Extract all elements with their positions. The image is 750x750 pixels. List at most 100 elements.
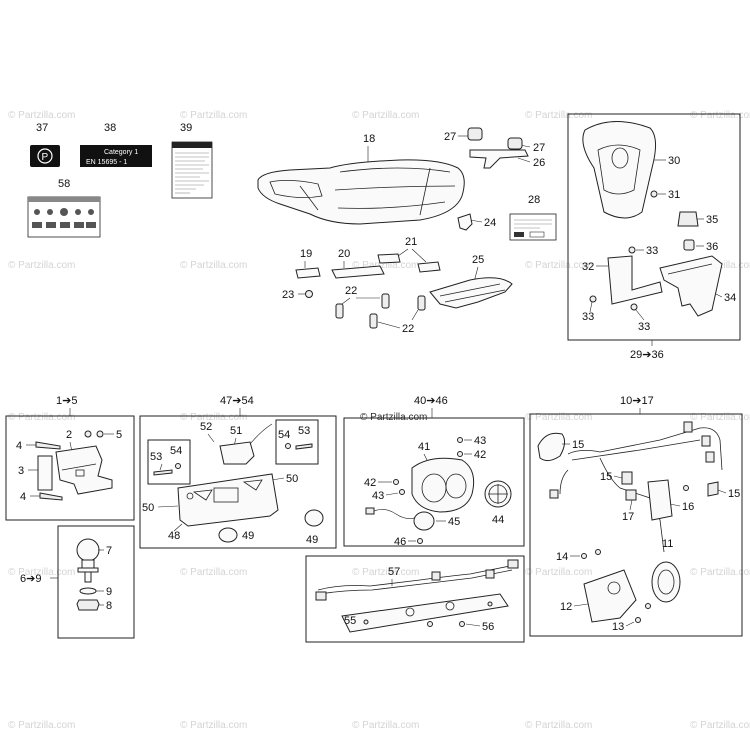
callout-42a[interactable]: 42 [474,449,486,461]
callout-47-54[interactable]: 47➔54 [220,395,254,407]
callout-20[interactable]: 20 [338,248,350,260]
mirror[interactable] [537,432,566,462]
seat-bracket[interactable] [331,265,385,279]
heat-shield[interactable] [429,277,513,309]
callout-7[interactable]: 7 [106,545,112,557]
callout-27b[interactable]: 27 [533,142,545,154]
callout-24[interactable]: 24 [484,217,496,229]
spacer[interactable] [417,295,426,311]
connector[interactable] [705,451,715,463]
callout-30[interactable]: 30 [668,155,680,167]
category-decal[interactable] [80,145,152,167]
screw[interactable] [417,538,423,544]
horn-bracket[interactable] [583,569,637,623]
nut[interactable] [581,553,587,559]
connector[interactable] [431,571,441,581]
screw[interactable] [650,190,658,198]
callout-48[interactable]: 48 [168,530,180,542]
callout-49b[interactable]: 49 [306,534,318,546]
callout-33c[interactable]: 33 [638,321,650,333]
nut[interactable] [305,290,313,298]
bolt[interactable] [39,492,63,501]
callout-41[interactable]: 41 [418,441,430,453]
callout-43b[interactable]: 43 [372,490,384,502]
callout-36[interactable]: 36 [706,241,718,253]
callout-57[interactable]: 57 [388,566,400,578]
seat-bracket[interactable] [295,267,321,279]
callout-44[interactable]: 44 [492,514,504,526]
storage-cover[interactable] [582,120,656,219]
screw[interactable] [399,489,405,495]
callout-49a[interactable]: 49 [242,530,254,542]
callout-37[interactable]: 37 [36,122,48,134]
hitch-ball[interactable] [76,538,100,562]
screw[interactable] [645,603,651,609]
callout-42b[interactable]: 42 [364,477,376,489]
callout-40-46[interactable]: 40➔46 [414,395,448,407]
strap-plate[interactable] [37,455,53,491]
callout-15c[interactable]: 15 [728,488,740,500]
info-decal[interactable] [509,213,557,241]
hitch-nut[interactable] [76,599,100,611]
callout-39[interactable]: 39 [180,122,192,134]
lock-washer[interactable] [79,587,97,595]
screw[interactable] [363,619,369,625]
callout-9[interactable]: 9 [106,586,112,598]
bolt[interactable] [35,441,61,450]
nut[interactable] [175,463,181,469]
screw[interactable] [427,621,433,627]
spacer[interactable] [381,293,390,309]
switch[interactable] [621,471,633,485]
callout-50b[interactable]: 50 [142,502,154,514]
callout-5[interactable]: 5 [116,429,122,441]
callout-4b[interactable]: 4 [20,491,26,503]
screw[interactable] [487,601,493,607]
reflector[interactable] [218,527,238,543]
pictogram-decal[interactable] [27,196,101,238]
callout-31[interactable]: 31 [668,189,680,201]
nut[interactable] [96,430,104,438]
callout-50a[interactable]: 50 [286,473,298,485]
callout-52[interactable]: 52 [200,421,212,433]
screw[interactable] [635,617,641,623]
nut[interactable] [84,430,92,438]
license-light[interactable] [219,441,255,465]
grommet[interactable] [683,239,695,251]
callout-28[interactable]: 28 [528,194,540,206]
callout-32[interactable]: 32 [582,261,594,273]
callout-54a[interactable]: 54 [170,445,182,457]
callout-38[interactable]: 38 [104,122,116,134]
callout-33b[interactable]: 33 [582,311,594,323]
connector[interactable] [507,559,519,569]
wiring-harness[interactable] [567,427,723,471]
bolt[interactable] [295,443,313,450]
light-bar-bracket[interactable] [341,593,509,633]
callout-13[interactable]: 13 [612,621,624,633]
callout-35[interactable]: 35 [706,214,718,226]
reflector[interactable] [304,509,324,527]
callout-22a[interactable]: 22 [345,285,357,297]
spacer[interactable] [369,313,378,329]
connector[interactable] [549,489,559,499]
callout-14[interactable]: 14 [556,551,568,563]
callout-58[interactable]: 58 [58,178,70,190]
parking-brake-decal[interactable] [30,145,60,167]
horn[interactable] [651,561,681,603]
headlight-harness[interactable] [371,509,421,519]
callout-3[interactable]: 3 [18,465,24,477]
callout-17[interactable]: 17 [622,511,634,523]
rubber-bumper[interactable] [467,127,483,141]
screw[interactable] [683,485,689,491]
connector[interactable] [315,591,327,601]
latch-clip[interactable] [457,213,473,231]
nut[interactable] [285,443,291,449]
rubber-bumper[interactable] [507,137,523,150]
nut[interactable] [630,303,638,311]
bolt[interactable] [153,469,173,476]
callout-16[interactable]: 16 [682,501,694,513]
callout-43a[interactable]: 43 [474,435,486,447]
fuse-holder[interactable] [625,489,637,501]
callout-2[interactable]: 2 [66,429,72,441]
nut[interactable] [393,479,399,485]
license-plate-bracket[interactable] [177,473,279,527]
